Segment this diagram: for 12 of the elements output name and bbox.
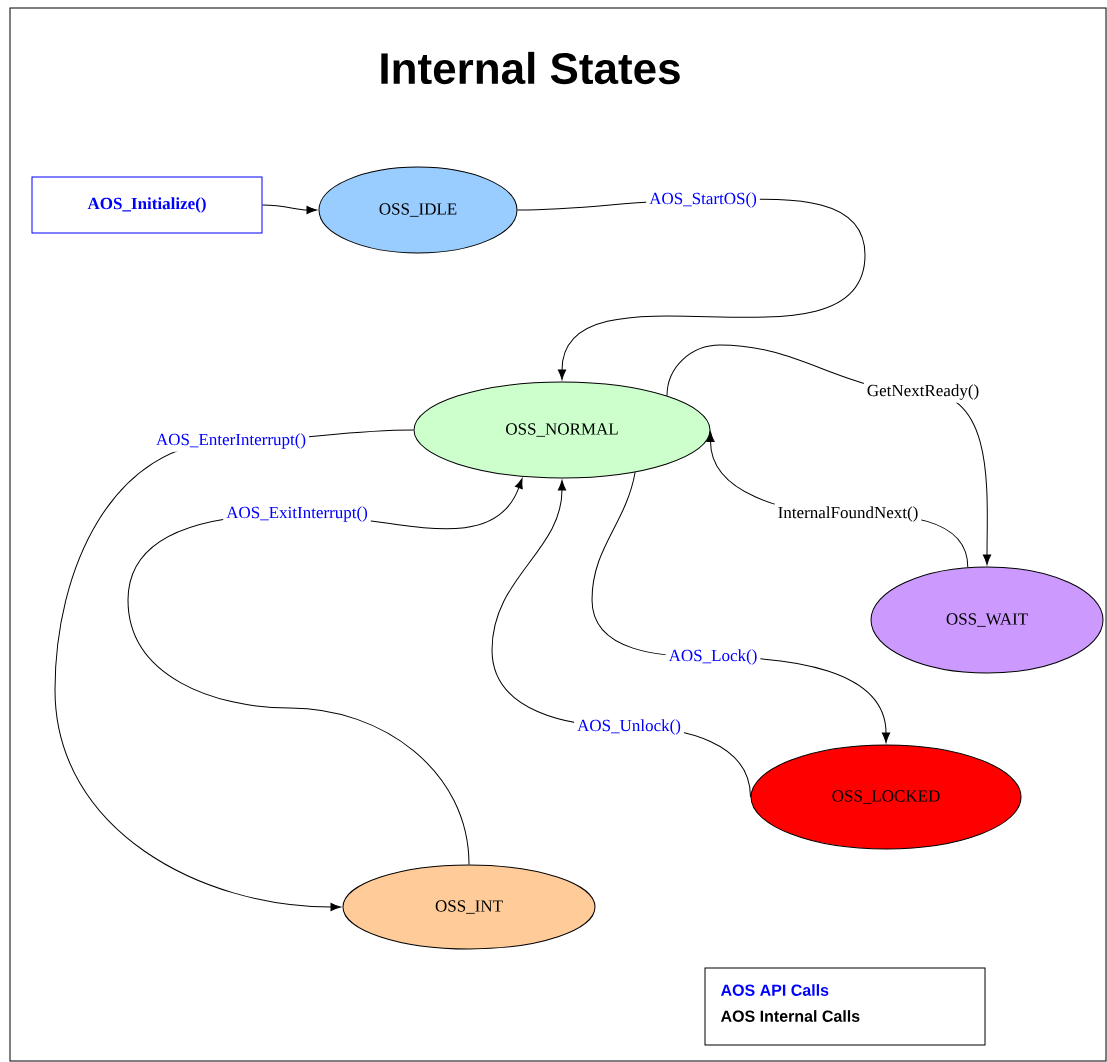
edge-label: AOS_ExitInterrupt() xyxy=(223,503,371,525)
edge-label: AOS_Unlock() xyxy=(574,716,684,738)
legend-entry: AOS Internal Calls xyxy=(720,1010,860,1022)
edge-label: GetNextReady() xyxy=(863,381,983,403)
edge-label: AOS_EnterInterrupt() xyxy=(152,430,310,452)
api-call-box: AOS_Initialize() xyxy=(31,176,263,234)
arrow xyxy=(262,204,317,215)
legend-entry: AOS API Calls xyxy=(720,984,829,996)
edge-label: AOS_Lock() xyxy=(665,646,761,668)
edge-label: InternalFoundNext() xyxy=(774,503,922,525)
edge-label: AOS_StartOS() xyxy=(646,189,760,211)
title: Internal States xyxy=(381,51,680,85)
